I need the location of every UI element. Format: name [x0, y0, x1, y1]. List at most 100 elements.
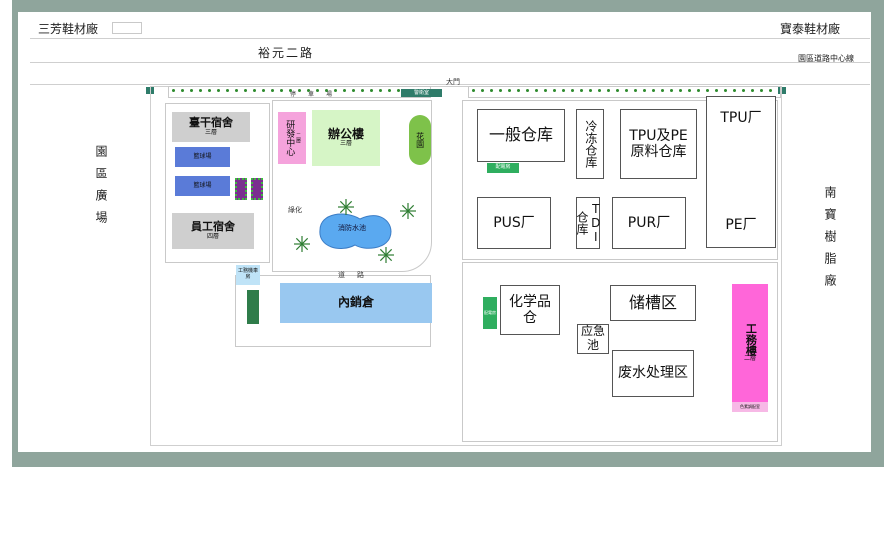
tree-dot [508, 89, 511, 92]
parking-label: 停車場 [290, 91, 345, 98]
employee-dorm: 員工宿舍 四層 [172, 213, 254, 249]
tree-dot [616, 89, 619, 92]
tpu-pe-warehouse: TPU及PE原料仓库 [620, 109, 697, 179]
neighbor-left-label: 三芳鞋材廠 [38, 22, 99, 36]
factory-zone-outline [462, 100, 778, 260]
maintenance-name: 工務樓 [744, 323, 758, 357]
tree-dot [361, 89, 364, 92]
tree-dot [724, 89, 727, 92]
tree-dot [688, 89, 691, 92]
staff-dorm-taiwan-floors: 三層 [204, 128, 217, 136]
employee-dorm-name: 員工宿舍 [191, 220, 235, 234]
tree-dot [769, 89, 772, 92]
tree-icon [294, 236, 310, 252]
tree-dot [307, 89, 310, 92]
tree-dot [343, 89, 346, 92]
tree-dot [481, 89, 484, 92]
rd-center: 研發中心 二層 [278, 112, 306, 164]
road-line-bottom [30, 84, 870, 85]
employee-dorm-floors: 四層 [206, 232, 219, 240]
rd-center-floors: 二層 [295, 133, 302, 143]
tree-dot [397, 89, 400, 92]
court-1: 籃球場 [175, 147, 230, 167]
tree-dot [379, 89, 382, 92]
tree-icon [400, 203, 416, 219]
gate-label: 大門 [446, 78, 460, 86]
emergency-pool: 应急池 [577, 324, 609, 354]
site-boundary [150, 86, 782, 446]
tree-dot [262, 89, 265, 92]
court-mini-2 [251, 178, 263, 200]
tree-dot [742, 89, 745, 92]
maintenance-building: 工務樓 二層 [732, 284, 768, 402]
tree-icon [338, 199, 354, 215]
tree-dot [697, 89, 700, 92]
tree-dot [181, 89, 184, 92]
neighbor-left-box [112, 22, 142, 34]
pus-factory: PUS厂 [477, 197, 551, 249]
tree-dot [553, 89, 556, 92]
tree-dot [190, 89, 193, 92]
tree-dot [388, 89, 391, 92]
parking-strip-right [468, 86, 781, 98]
tree-icon [378, 247, 394, 263]
tree-dot [244, 89, 247, 92]
tree-dot [490, 89, 493, 92]
right-factory-label: 南寶樹脂廠 [823, 186, 837, 296]
tpu-factory-label: TPU厂 [720, 109, 762, 126]
tree-dot [607, 89, 610, 92]
road-centerline [30, 62, 870, 63]
tree-dot [235, 89, 238, 92]
fire-pool [319, 213, 392, 249]
top-road-line [30, 38, 870, 39]
tree-dot [208, 89, 211, 92]
tree-dot [661, 89, 664, 92]
tree-dot [544, 89, 547, 92]
tree-dot [634, 89, 637, 92]
tree-dot [652, 89, 655, 92]
neighbor-right-label: 寶泰鞋材廠 [780, 22, 841, 36]
chemical-warehouse: 化学品仓 [500, 285, 560, 335]
left-plaza-label: 園區廣場 [94, 145, 108, 233]
pur-factory: PUR厂 [612, 197, 686, 249]
tree-dot [253, 89, 256, 92]
tree-dot [334, 89, 337, 92]
tpu-pe-factory [706, 96, 776, 248]
tree-dot [670, 89, 673, 92]
maintenance-floors: 二層 [743, 355, 756, 363]
tree-dot [298, 89, 301, 92]
tree-dot [517, 89, 520, 92]
flower-garden: 花園 [409, 115, 431, 165]
tree-dot [289, 89, 292, 92]
pe-factory-label: PE厂 [725, 216, 757, 233]
greenery-label: 綠化 [288, 206, 302, 214]
tree-dot [217, 89, 220, 92]
tree-dot [535, 89, 538, 92]
staff-dorm-taiwan-name: 臺干宿舍 [189, 116, 233, 130]
tree-dot [598, 89, 601, 92]
work-vehicle-room: 工務機車房 [236, 265, 260, 285]
tree-dot [643, 89, 646, 92]
tree-dot [499, 89, 502, 92]
tree-dot [760, 89, 763, 92]
wastewater-area: 废水处理区 [612, 350, 694, 397]
tree-dot [172, 89, 175, 92]
office-zone-outline [272, 100, 432, 272]
court-mini-1 [235, 178, 247, 200]
distribution-room-2: 配電房 [483, 297, 497, 329]
tree-dot [472, 89, 475, 92]
road-label: 道路 [338, 271, 376, 279]
office-name: 辦公樓 [327, 126, 364, 141]
office-building: 辦公樓 三層 [312, 110, 380, 166]
tree-dot [733, 89, 736, 92]
tree-dot [589, 89, 592, 92]
tdi-warehouse: TDI仓库 [575, 197, 603, 249]
tree-dot [562, 89, 565, 92]
tree-dot [370, 89, 373, 92]
tank-area: 储槽区 [610, 285, 696, 321]
vehicle-shed [247, 290, 259, 324]
road-name: 裕元二路 [258, 46, 315, 60]
court-2: 籃球場 [175, 176, 230, 196]
tree-dot [325, 89, 328, 92]
fire-pool-label: 消防水池 [338, 224, 366, 232]
